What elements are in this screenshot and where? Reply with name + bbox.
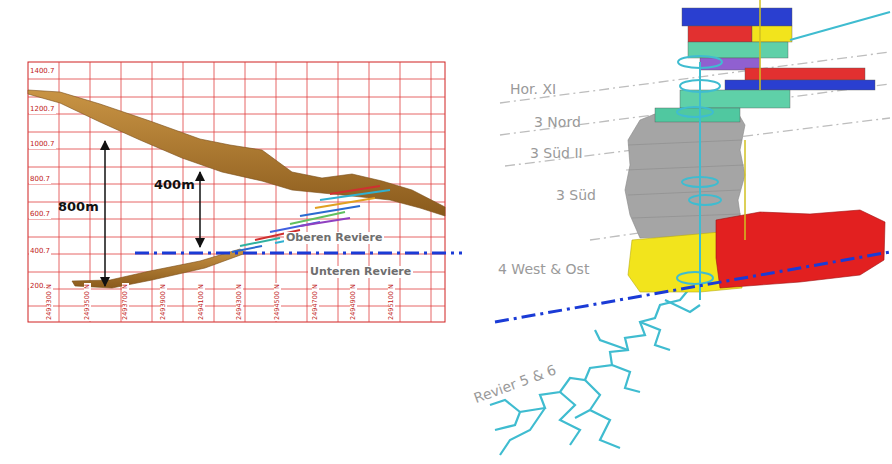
- axis-value: 2494100 N: [198, 283, 205, 321]
- level-label: 3 Süd II: [530, 146, 583, 161]
- boundary-line: [495, 252, 890, 322]
- axis-value: 1000.7: [29, 141, 56, 149]
- axis-value: 2493700 N: [122, 283, 129, 321]
- dimension-value: 400m: [154, 178, 195, 192]
- terrain-surface: [28, 90, 445, 216]
- axis-value: 400.7: [29, 248, 51, 256]
- section-workings: [232, 186, 390, 252]
- level-label: 3 Süd: [556, 188, 596, 203]
- axis-value: 2493300 N: [46, 283, 53, 321]
- ore-lens: [72, 249, 246, 288]
- axis-value: 600.7: [29, 211, 51, 219]
- level-label: Hor. XI: [510, 82, 556, 97]
- level-label: Revier 5 & 6: [472, 362, 558, 406]
- tunnel-network: [490, 288, 700, 455]
- axis-value: 1400.7: [29, 68, 56, 76]
- dimension-value: 800m: [58, 200, 99, 214]
- ore-block: [716, 210, 885, 288]
- dimension-arrow: [104, 141, 106, 286]
- axis-value: 2494700 N: [312, 283, 319, 321]
- zone-label: Unteren Reviere: [308, 266, 413, 278]
- axis-value: 2493900 N: [160, 283, 167, 321]
- axis-value: 2493500 N: [84, 283, 91, 321]
- axis-value: 2494500 N: [274, 283, 281, 321]
- shafts: [677, 0, 890, 300]
- level-label: 4 West & Ost: [498, 262, 589, 277]
- zone-label: Oberen Reviere: [284, 232, 384, 244]
- axis-value: 2495100 N: [388, 283, 395, 321]
- section-grid: [28, 62, 445, 322]
- axis-value: 800.7: [29, 176, 51, 184]
- level-label: 3 Nord: [534, 115, 581, 130]
- dimension-arrow: [199, 172, 201, 247]
- axis-value: 2494900 N: [350, 283, 357, 321]
- axis-value: 1200.7: [29, 106, 56, 114]
- axis-value: 2494300 N: [236, 283, 243, 321]
- boundary-line: [135, 252, 462, 255]
- level-guides: [500, 52, 890, 240]
